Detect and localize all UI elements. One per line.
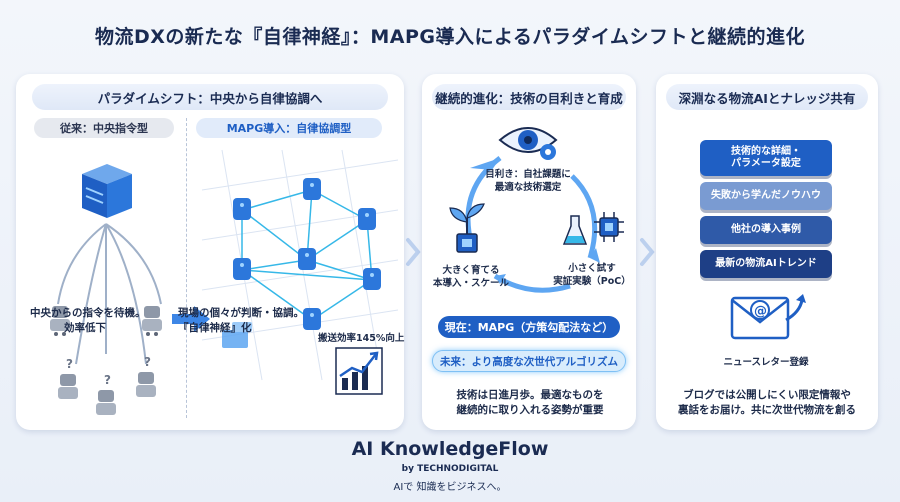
evolution-cycle-diagram (465, 156, 600, 293)
growth-chart-icon (335, 347, 383, 395)
caption-line: 効率低下 (64, 322, 106, 334)
step-poc-label: 小さく試す 実証実験（PoC） (548, 262, 636, 288)
newsletter-label: ニュースレター登録 (723, 357, 809, 368)
panel-heading: 深淵なる物流AIとナレッジ共有 (666, 84, 868, 110)
panel-heading: パラダイムシフト：中央から自律協調へ (32, 84, 388, 110)
step-scale-label: 大きく育てる 本導入・スケール (430, 264, 512, 290)
caption-line: 技術は日進月歩。最適なものを (456, 389, 604, 401)
page-title: 物流DXの新たな『自律神経』：MAPG導入によるパラダイムシフトと継続的進化 (94, 26, 806, 48)
new-model-caption: 現場の個々が判断・協調。 『自律神経』化 (178, 306, 308, 336)
central-server-icon (82, 164, 132, 218)
caption-line: 現場の個々が判断・協調。 (178, 307, 304, 319)
arrow-right-icon (640, 238, 655, 266)
new-model-label: MAPG導入：自律協調型 (196, 118, 382, 138)
eye-gear-icon (498, 127, 558, 160)
svg-text:@: @ (754, 304, 767, 319)
step-line: 目利き：自社課題に (485, 169, 571, 180)
evolution-caption: 技術は日進月歩。最適なものを 継続的に取り入れる姿勢が重要 (425, 388, 635, 418)
layer-line: 技術的な詳細・ (731, 146, 801, 157)
autonomous-network-diagram (201, 149, 399, 381)
command-arrows-icon (57, 223, 162, 365)
chip-icon (594, 212, 624, 242)
step-select-label: 目利き：自社課題に 最適な技術選定 (478, 168, 578, 194)
step-line: 本導入・スケール (432, 278, 509, 289)
knowledge-layer: 技術的な詳細・ パラメータ設定 (700, 140, 832, 176)
panel-heading: 継続的進化：技術の目利きと育成 (432, 84, 626, 110)
idle-robot-icon: ? (96, 373, 116, 415)
plant-chip-icon (449, 203, 485, 253)
paradigm-shift-panel: パラダイムシフト：中央から自律協調へ 従来：中央指令型 MAPG導入：自律協調型… (16, 74, 404, 430)
svg-text:?: ? (104, 373, 111, 387)
old-model-label: 従来：中央指令型 (34, 118, 174, 138)
future-algorithm-badge: 未来：より高度な次世代アルゴリズム (432, 350, 626, 372)
knowledge-caption: ブログでは公開しにくい限定情報や 裏話をお届け。共に次世代物流を創る (660, 388, 874, 418)
shift-arrow-icon (172, 306, 210, 332)
efficiency-stat: 搬送効率145%向上 (318, 333, 405, 344)
knowledge-layer: 他社の導入事例 (700, 216, 832, 244)
caption-line: ブログでは公開しにくい限定情報や (683, 389, 851, 401)
flask-icon (562, 215, 588, 245)
step-line: 大きく育てる (442, 265, 500, 276)
current-algorithm-badge: 現在：MAPG（方策勾配法など） (438, 316, 620, 338)
caption-line: 『自律神経』化 (178, 322, 252, 334)
caption-line: 中央からの指令を待機。 (30, 307, 146, 319)
brand-tagline: AIで 知識をビジネスへ。 (393, 482, 507, 493)
idle-robot-icon: ? (136, 355, 156, 397)
brand-logo: AI KnowledgeFlow (351, 438, 549, 460)
brand-byline: by TECHNODIGITAL (401, 464, 499, 474)
old-model-caption: 中央からの指令を待機。 効率低下 (30, 306, 170, 336)
idle-robot-icon (142, 306, 162, 336)
step-line: 小さく試す (568, 263, 616, 274)
idle-robot-icon: ? (58, 357, 78, 399)
divider (186, 118, 187, 418)
caption-line: 継続的に取り入れる姿勢が重要 (456, 404, 604, 416)
knowledge-layer: 最新の物流AIトレンド (700, 250, 832, 278)
knowledge-layer: 失敗から学んだノウハウ (700, 182, 832, 210)
svg-text:?: ? (66, 357, 73, 371)
step-line: 実証実験（PoC） (553, 276, 631, 287)
step-line: 最適な技術選定 (494, 182, 562, 193)
svg-text:?: ? (144, 355, 151, 369)
idle-robot-icon (50, 306, 70, 336)
layer-line: パラメータ設定 (731, 158, 801, 169)
arrow-right-icon (406, 238, 421, 266)
caption-line: 裏話をお届け。共に次世代物流を創る (678, 404, 856, 416)
email-envelope-icon: @ (730, 294, 806, 340)
